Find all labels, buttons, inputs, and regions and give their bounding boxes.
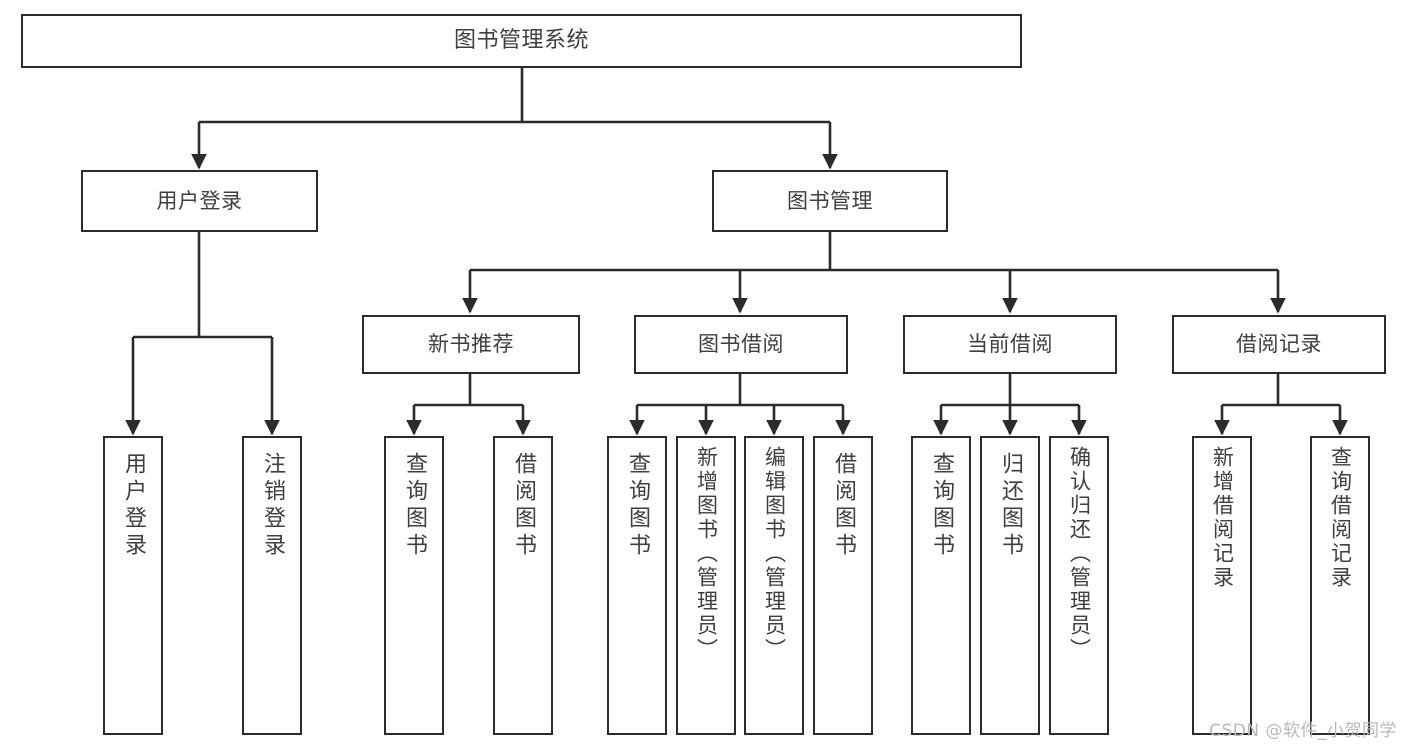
node-label: 查询图书 <box>929 452 954 560</box>
node-label: 查询借阅记录 <box>1328 446 1353 590</box>
node-label: 图书管理 <box>787 188 873 213</box>
node-label: 编辑图书（管理员） <box>762 446 787 662</box>
node-label: 归还图书 <box>998 452 1023 560</box>
node-leaf-edit-book[interactable]: 编辑图书（管理员） <box>744 436 804 735</box>
watermark-text: CSDN @软件_小贺同学 <box>1209 721 1397 741</box>
node-borrow-record[interactable]: 借阅记录 <box>1172 315 1386 374</box>
node-book-borrow[interactable]: 图书借阅 <box>634 315 848 374</box>
node-label: 用户登录 <box>121 452 146 560</box>
node-label: 用户登录 <box>156 188 243 213</box>
node-leaf-confirm-return[interactable]: 确认归还（管理员） <box>1049 436 1109 735</box>
node-leaf-logout[interactable]: 注销登录 <box>242 436 302 735</box>
node-new-book-recommend[interactable]: 新书推荐 <box>362 315 580 374</box>
node-label: 新增图书（管理员） <box>694 446 719 662</box>
node-label: 新增借阅记录 <box>1210 446 1235 590</box>
node-user-login[interactable]: 用户登录 <box>81 170 318 232</box>
node-label: 查询图书 <box>402 452 427 560</box>
node-label: 新书推荐 <box>428 332 514 357</box>
node-label: 查询图书 <box>625 452 650 560</box>
node-current-borrow[interactable]: 当前借阅 <box>903 315 1117 374</box>
node-leaf-user-login[interactable]: 用户登录 <box>103 436 163 735</box>
node-leaf-return-book[interactable]: 归还图书 <box>980 436 1040 735</box>
node-label: 当前借阅 <box>967 332 1053 357</box>
node-label: 借阅图书 <box>831 452 856 560</box>
node-label: 图书借阅 <box>698 332 784 357</box>
node-root-book-management-system[interactable]: 图书管理系统 <box>21 14 1022 68</box>
node-leaf-query-book-1[interactable]: 查询图书 <box>384 436 444 735</box>
node-leaf-query-book-3[interactable]: 查询图书 <box>911 436 971 735</box>
node-label: 确认归还（管理员） <box>1067 446 1092 662</box>
node-leaf-query-book-2[interactable]: 查询图书 <box>607 436 667 735</box>
node-leaf-borrow-book-2[interactable]: 借阅图书 <box>813 436 873 735</box>
node-leaf-add-record[interactable]: 新增借阅记录 <box>1192 436 1252 735</box>
node-label: 图书管理系统 <box>453 28 589 54</box>
node-label: 借阅记录 <box>1236 332 1322 357</box>
node-label: 注销登录 <box>260 452 285 560</box>
node-leaf-borrow-book-1[interactable]: 借阅图书 <box>493 436 553 735</box>
node-label: 借阅图书 <box>511 452 536 560</box>
node-book-management[interactable]: 图书管理 <box>712 170 948 232</box>
node-leaf-add-book[interactable]: 新增图书（管理员） <box>676 436 736 735</box>
node-leaf-query-record[interactable]: 查询借阅记录 <box>1310 436 1370 735</box>
